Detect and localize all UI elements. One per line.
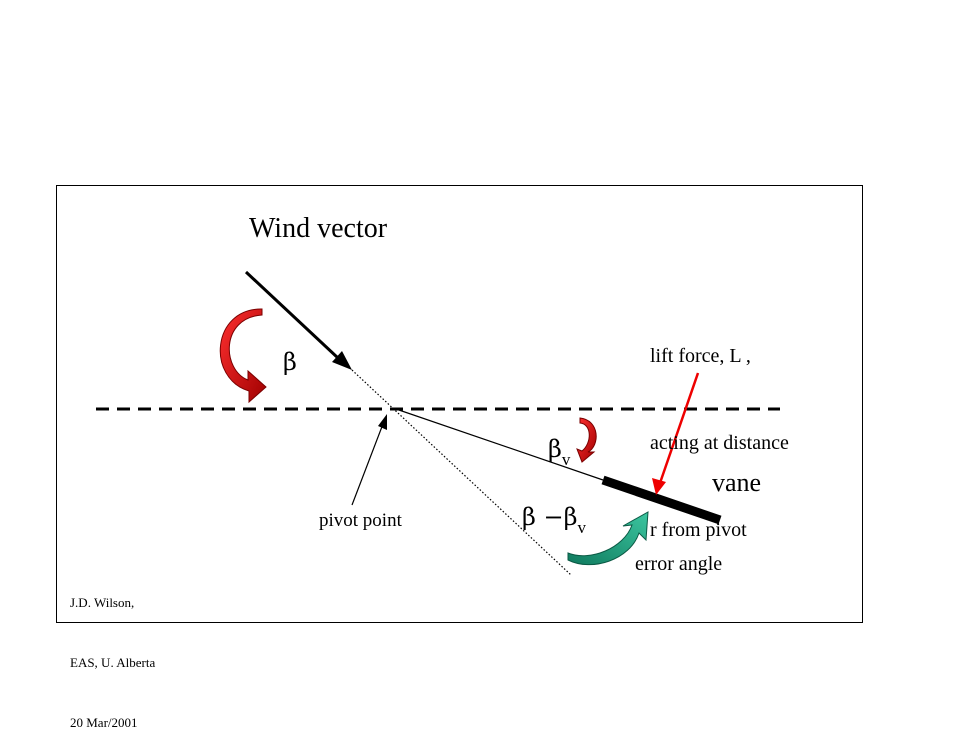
lift-force-line-1: lift force, L , [650,345,751,367]
wind-direction-dotted-line [351,369,572,576]
credit-block: J.D. Wilson, EAS, U. Alberta 20 Mar/2001 [70,553,155,753]
error-angle-arrow-icon [567,511,649,566]
error-angle-label: error angle [635,553,723,575]
beta-v-label: βv [540,421,570,468]
vane-bar [601,475,722,525]
error-expression-main: β −β [522,503,578,531]
credit-line-1: J.D. Wilson, [70,595,135,610]
beta-rotation-arrow-icon [219,308,267,404]
pivot-point-label: pivot point [319,510,402,531]
lift-force-line-2: acting at distance [650,432,789,454]
error-expression-label: β −βv [514,489,586,536]
pivot-to-vane-line [395,408,604,481]
vane-label: vane [712,468,762,497]
error-expression-subscript: v [577,518,587,537]
credit-line-2: EAS, U. Alberta [70,655,156,670]
credit-line-3: 20 Mar/2001 [70,715,138,730]
beta-v-symbol: β [548,435,562,463]
beta-v-rotation-arrow-icon [576,417,597,463]
beta-label: β [283,348,297,376]
pivot-pointer-line [351,423,384,506]
beta-v-subscript: v [561,450,571,469]
lift-force-arrow-line [658,372,700,484]
wind-vane-diagram [96,270,780,576]
diagram-frame [56,185,863,623]
wind-vector-title: Wind vector [249,213,388,244]
wind-vector-line [244,270,340,360]
lift-force-label: lift force, L , acting at distance r fro… [650,284,789,574]
lift-force-line-3: r from pivot [650,519,747,541]
pivot-pointer-arrowhead [378,414,387,430]
wind-vector-arrowhead [332,351,352,370]
lift-force-arrowhead [652,478,666,495]
